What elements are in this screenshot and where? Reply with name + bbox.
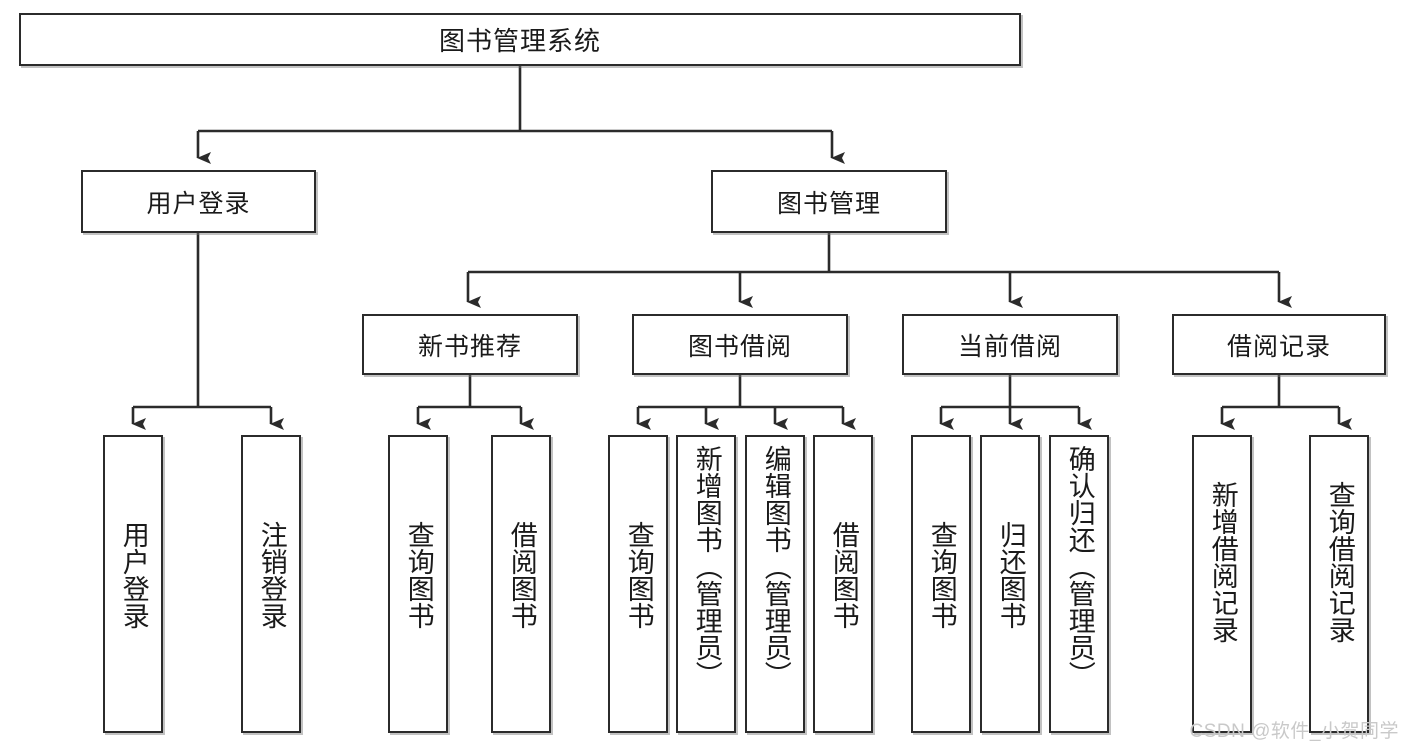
leaf-add-book[interactable]: 新增图书（管理员） [676,435,736,733]
leaf-borrow-book-1[interactable]: 借阅图书 [491,435,551,733]
leaf-borrow-book-1-label: 借阅图书 [506,521,537,629]
leaf-query-book-1-label: 查询图书 [403,521,434,629]
node-new-book-recommend-label: 新书推荐 [417,332,522,361]
leaf-borrow-book-2-label: 借阅图书 [828,521,859,629]
leaf-query-book-2-label: 查询图书 [623,521,654,629]
leaf-logout[interactable]: 注销登录 [241,435,301,733]
node-root-label: 图书管理系统 [438,26,601,56]
leaf-return-book-label: 归还图书 [995,521,1026,629]
node-current-borrow[interactable]: 当前借阅 [902,314,1118,375]
node-new-book-recommend[interactable]: 新书推荐 [362,314,578,375]
leaf-confirm-return-label: 确认归还（管理员） [1064,445,1095,688]
leaf-query-record-label: 查询借阅记录 [1324,481,1355,643]
node-current-borrow-label: 当前借阅 [957,332,1062,361]
leaf-edit-book-label: 编辑图书（管理员） [760,445,791,688]
leaf-logout-label: 注销登录 [256,521,287,629]
node-book-borrow-label: 图书借阅 [687,332,792,361]
leaf-query-book-2[interactable]: 查询图书 [608,435,668,733]
leaf-query-record[interactable]: 查询借阅记录 [1309,435,1369,733]
node-user-login[interactable]: 用户登录 [81,170,316,233]
leaf-add-record[interactable]: 新增借阅记录 [1192,435,1252,733]
leaf-query-book-3-label: 查询图书 [926,521,957,629]
node-book-borrow[interactable]: 图书借阅 [632,314,848,375]
leaf-query-book-3[interactable]: 查询图书 [911,435,971,733]
leaf-add-record-label: 新增借阅记录 [1207,481,1238,643]
node-user-login-label: 用户登录 [146,189,251,218]
leaf-user-login[interactable]: 用户登录 [103,435,163,733]
leaf-borrow-book-2[interactable]: 借阅图书 [813,435,873,733]
node-borrow-record[interactable]: 借阅记录 [1172,314,1386,375]
node-root[interactable]: 图书管理系统 [19,13,1021,66]
node-borrow-record-label: 借阅记录 [1226,332,1331,361]
csdn-watermark: CSDN @软件_小贺同学 [1189,721,1399,742]
leaf-return-book[interactable]: 归还图书 [980,435,1040,733]
leaf-user-login-label: 用户登录 [118,521,149,629]
leaf-query-book-1[interactable]: 查询图书 [388,435,448,733]
leaf-edit-book[interactable]: 编辑图书（管理员） [745,435,805,733]
leaf-add-book-label: 新增图书（管理员） [691,445,722,688]
node-book-manage[interactable]: 图书管理 [711,170,947,233]
leaf-confirm-return[interactable]: 确认归还（管理员） [1049,435,1109,733]
node-book-manage-label: 图书管理 [776,189,881,218]
